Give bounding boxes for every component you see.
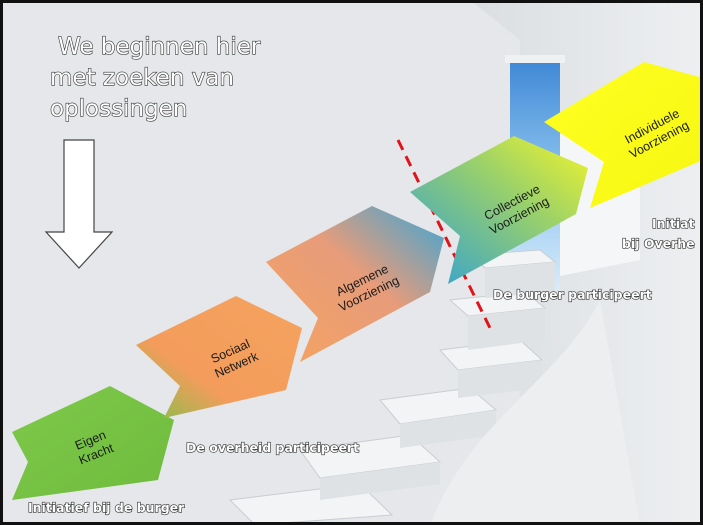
staircase-risers [320,262,555,500]
title-line-3: oplossingen [50,96,187,122]
note-overheid-participeert: De overheid participeert [186,440,359,455]
step-algemene-voorziening [266,206,444,362]
staircase [228,249,557,525]
down-arrow-icon [44,139,114,269]
note-initiatief-burger: Initiatief bij de burger [28,500,185,515]
title-line-1: We beginnen hier [58,34,261,60]
note-initiatief-overheid-line-1: Initiat [652,216,695,231]
step-eigen-kracht [12,386,174,500]
step-sociaal-netwerk [136,296,302,418]
step-collectieve-voorziening [410,136,588,284]
note-initiatief-overheid-line-2: bij Overhe [622,236,695,251]
note-burger-participeert: De burger participeert [493,287,652,302]
step-individuele-voorziening [544,62,703,208]
slide-title: We beginnen hier met zoeken van oplossin… [49,33,261,122]
stair-wall [430,300,640,525]
title-line-2: met zoeken van [50,65,234,91]
door-frame-top [505,55,565,63]
